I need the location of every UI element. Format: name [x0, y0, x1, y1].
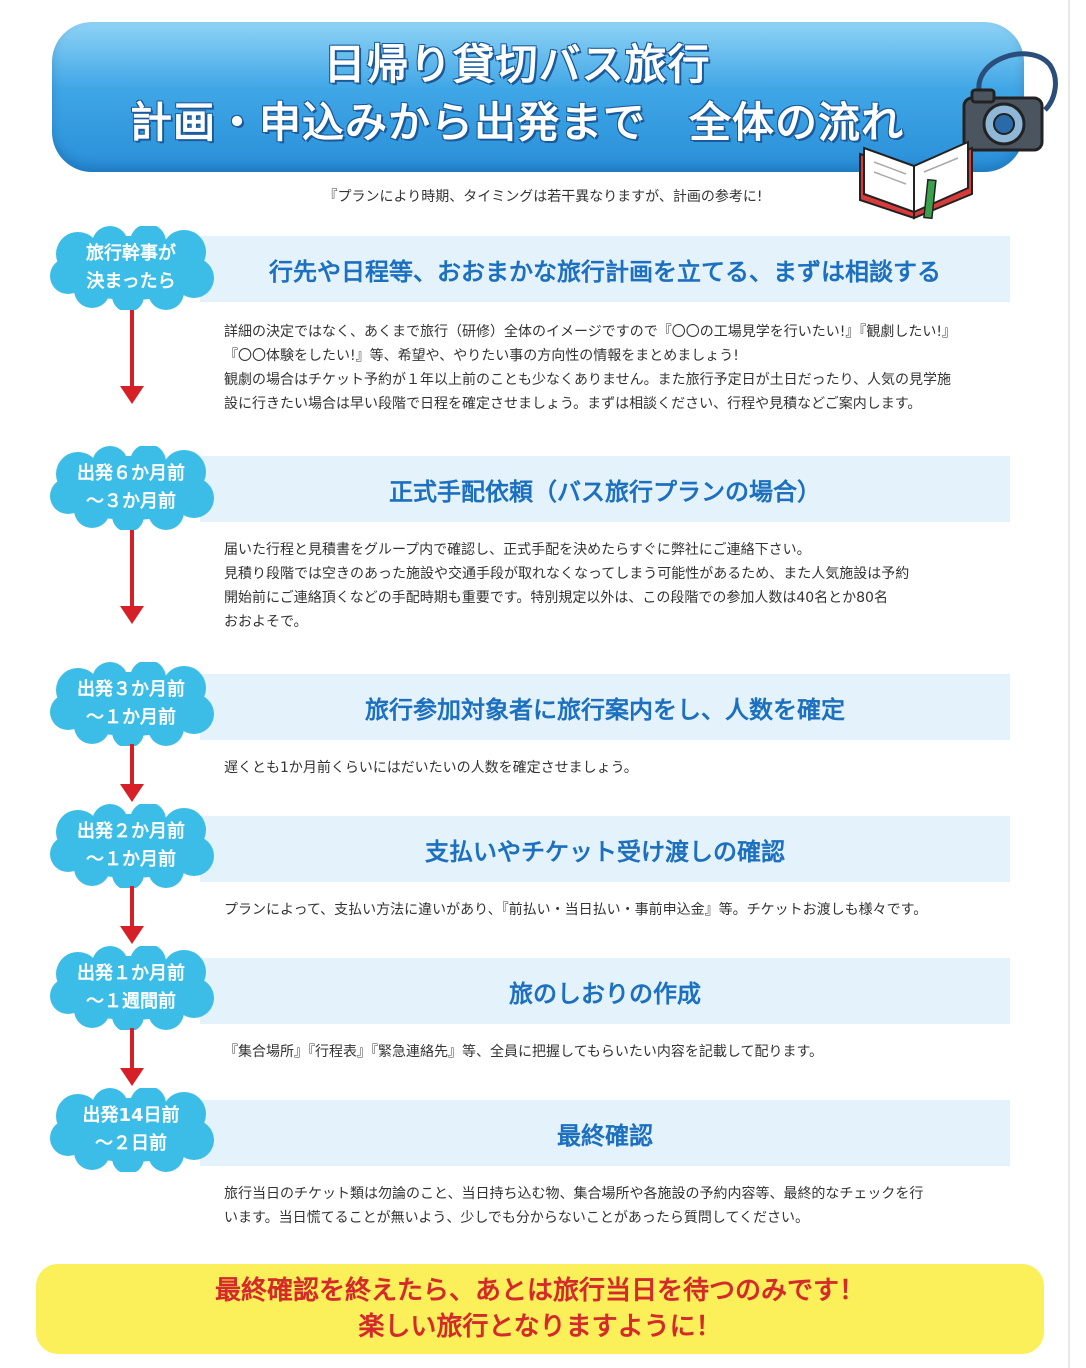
description-line: 『集合場所』『行程表』『緊急連絡先』等、全員に把握してもらいたい内容を記載して配… — [224, 1044, 824, 1060]
description-line: プランによって、支払い方法に違いがあり、『前払い・当日払い・事前申込金』等。チケ… — [224, 902, 928, 918]
timing-line-1: 旅行幹事が — [86, 243, 176, 264]
step-2-bar — [200, 456, 1010, 522]
description-line: 詳細の決定ではなく、あくまで旅行（研修）全体のイメージですので『〇〇の工場見学を… — [224, 324, 956, 340]
step-4-timing-cloud: 出発２か月前 ～１か月前 — [48, 804, 214, 888]
title-line-2: 計画・申込みから出発まで 全体の流れ — [129, 98, 904, 147]
timing-line-1: 出発２か月前 — [77, 821, 185, 842]
step-5-title: 旅のしおりの作成 — [509, 979, 701, 1008]
timing-line-2: 決まったら — [86, 271, 176, 292]
step-5-arrow-icon — [120, 1028, 144, 1086]
description-line: 設に行きたい場合は早い段階で日程を確定させましょう。まずは相談ください、行程や見… — [224, 396, 922, 412]
description-line: おおよそで。 — [224, 614, 308, 630]
step-4-title: 支払いやチケット受け渡しの確認 — [425, 837, 785, 866]
step-6-timing-cloud: 出発14日前 ～２日前 — [48, 1088, 214, 1172]
description-line: 遅くとも1か月前くらいにはだいたいの人数を確定させましょう。 — [224, 760, 638, 776]
description-line: 観劇の場合はチケット予約が１年以上前のことも少なくありません。また旅行予定日が土… — [224, 372, 952, 388]
cloud-shape — [50, 804, 214, 888]
timing-line-2: ～２日前 — [95, 1133, 167, 1154]
step-1-timing-cloud: 旅行幹事が 決まったら — [48, 226, 214, 310]
step-6-bar — [200, 1100, 1010, 1166]
step-6-title: 最終確認 — [557, 1121, 653, 1150]
timing-line-1: 出発６か月前 — [77, 463, 185, 484]
camera-icon — [962, 51, 1058, 152]
step-1-description: 詳細の決定ではなく、あくまで旅行（研修）全体のイメージですので『〇〇の工場見学を… — [224, 320, 1014, 416]
timing-line-1: 出発３か月前 — [77, 679, 185, 700]
cloud-shape — [50, 946, 214, 1030]
step-4-bar — [200, 816, 1010, 882]
step-5-timing-cloud: 出発１か月前 ～１週間前 — [48, 946, 214, 1030]
timing-line-1: 出発１か月前 — [77, 963, 185, 984]
page-edge-line — [1068, 0, 1070, 1368]
step-2-arrow-icon — [120, 530, 144, 624]
open-book-icon — [859, 140, 973, 220]
description-line: 開始前にご連絡頂くなどの手配時期も重要です。特別規定以外は、この段階での参加人数… — [224, 590, 888, 606]
step-2-description: 届いた行程と見積書をグループ内で確認し、正式手配を決めたらすぐに弊社にご連絡下さ… — [224, 538, 1014, 634]
cloud-shape — [50, 446, 214, 530]
step-3-timing-cloud: 出発３か月前 ～１か月前 — [48, 662, 214, 746]
step-4-description: プランによって、支払い方法に違いがあり、『前払い・当日払い・事前申込金』等。チケ… — [224, 898, 1014, 922]
step-5-description: 『集合場所』『行程表』『緊急連絡先』等、全員に把握してもらいたい内容を記載して配… — [224, 1040, 1014, 1064]
closing-line-2: 楽しい旅行となりますように！ — [358, 1312, 722, 1342]
cloud-shape — [50, 1088, 214, 1172]
step-1-bar — [200, 236, 1010, 302]
timing-line-2: ～３か月前 — [86, 491, 176, 512]
subtitle-note: 『プランにより時期、タイミングは若干異なりますが、計画の参考に! — [323, 189, 763, 205]
description-line: います。当日慌てることが無いよう、少しでも分からないことがあったら質問してくださ… — [224, 1210, 810, 1226]
header-banner — [52, 22, 1024, 172]
description-line: 届いた行程と見積書をグループ内で確認し、正式手配を決めたらすぐに弊社にご連絡下さ… — [224, 542, 811, 558]
description-line: 見積り段階では空きのあった施設や交通手段が取れなくなってしまう可能性があるため、… — [224, 566, 910, 582]
timing-line-2: ～１週間前 — [86, 991, 176, 1012]
step-2-timing-cloud: 出発６か月前 ～３か月前 — [48, 446, 214, 530]
step-4-arrow-icon — [120, 886, 144, 944]
closing-message-banner: 最終確認を終えたら、あとは旅行当日を待つのみです！ 楽しい旅行となりますように！ — [36, 1264, 1044, 1354]
step-6-description: 旅行当日のチケット類は勿論のこと、当日持ち込む物、集合場所や各施設の予約内容等、… — [224, 1182, 1014, 1230]
description-line: 『〇〇体験をしたい!』等、希望や、やりたい事の方向性の情報をまとめましょう! — [224, 348, 739, 364]
description-line: 旅行当日のチケット類は勿論のこと、当日持ち込む物、集合場所や各施設の予約内容等、… — [224, 1186, 924, 1202]
step-1-title: 行先や日程等、おおまかな旅行計画を立てる、まずは相談する — [269, 257, 941, 286]
timing-line-2: ～１か月前 — [86, 707, 176, 728]
step-3-title: 旅行参加対象者に旅行案内をし、人数を確定 — [365, 695, 845, 724]
page-title: 日帰り貸切バス旅行 計画・申込みから出発まで 全体の流れ — [52, 36, 982, 152]
step-1-arrow-icon — [120, 310, 144, 404]
step-2-title: 正式手配依頼（バス旅行プランの場合） — [389, 477, 821, 506]
cloud-shape — [50, 662, 214, 746]
timing-line-1: 出発14日前 — [82, 1105, 180, 1126]
step-5-bar — [200, 958, 1010, 1024]
step-3-description: 遅くとも1か月前くらいにはだいたいの人数を確定させましょう。 — [224, 756, 1014, 780]
step-3-arrow-icon — [120, 744, 144, 802]
title-line-1: 日帰り貸切バス旅行 — [323, 40, 711, 89]
closing-line-1: 最終確認を終えたら、あとは旅行当日を待つのみです！ — [214, 1276, 865, 1306]
timing-line-2: ～１か月前 — [86, 849, 176, 870]
step-3-bar — [200, 674, 1010, 740]
cloud-shape — [50, 226, 214, 310]
